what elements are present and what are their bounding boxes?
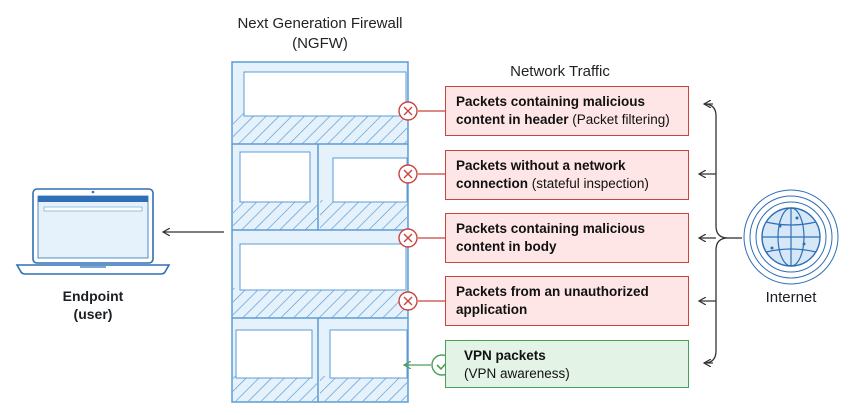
globe-icon bbox=[743, 189, 839, 285]
packet-box: Packets without a network connection (st… bbox=[445, 150, 689, 200]
packet-note: (Packet filtering) bbox=[568, 112, 670, 127]
firewall-title-line1: Next Generation Firewall bbox=[237, 15, 403, 32]
packet-note: (stateful inspection) bbox=[528, 176, 649, 191]
packet-connectors bbox=[404, 110, 445, 365]
traffic-title: Network Traffic bbox=[510, 63, 610, 80]
packet-label: Packets containing malicious content in … bbox=[456, 221, 646, 254]
packet-label: Packets from an unauthorized application bbox=[456, 284, 649, 317]
firewall-block bbox=[231, 61, 409, 403]
internet-label: Internet bbox=[765, 289, 817, 306]
block-icon bbox=[398, 164, 418, 184]
firewall-title-line2: (NGFW) bbox=[292, 35, 348, 52]
laptop-icon bbox=[15, 188, 171, 275]
packet-label: VPN packets bbox=[464, 348, 546, 363]
endpoint-label-line2: (user) bbox=[73, 306, 113, 322]
block-icon bbox=[398, 101, 418, 121]
packet-box-allowed: VPN packets (VPN awareness) bbox=[445, 340, 689, 388]
packet-label: Packets containing malicious content in … bbox=[456, 94, 646, 127]
firewall-title: Next Generation Firewall (NGFW) bbox=[210, 14, 430, 54]
packet-label: Packets without a network connection bbox=[456, 158, 626, 191]
endpoint-label: Endpoint (user) bbox=[43, 287, 143, 323]
packet-box: Packets from an unauthorized application bbox=[445, 276, 689, 326]
packet-box: Packets containing malicious content in … bbox=[445, 213, 689, 263]
endpoint-label-line1: Endpoint bbox=[62, 288, 124, 304]
block-icon bbox=[398, 228, 418, 248]
packet-note: (VPN awareness) bbox=[464, 366, 570, 381]
block-icon bbox=[398, 291, 418, 311]
packet-box: Packets containing malicious content in … bbox=[445, 86, 689, 136]
traffic-bracket bbox=[699, 104, 742, 363]
